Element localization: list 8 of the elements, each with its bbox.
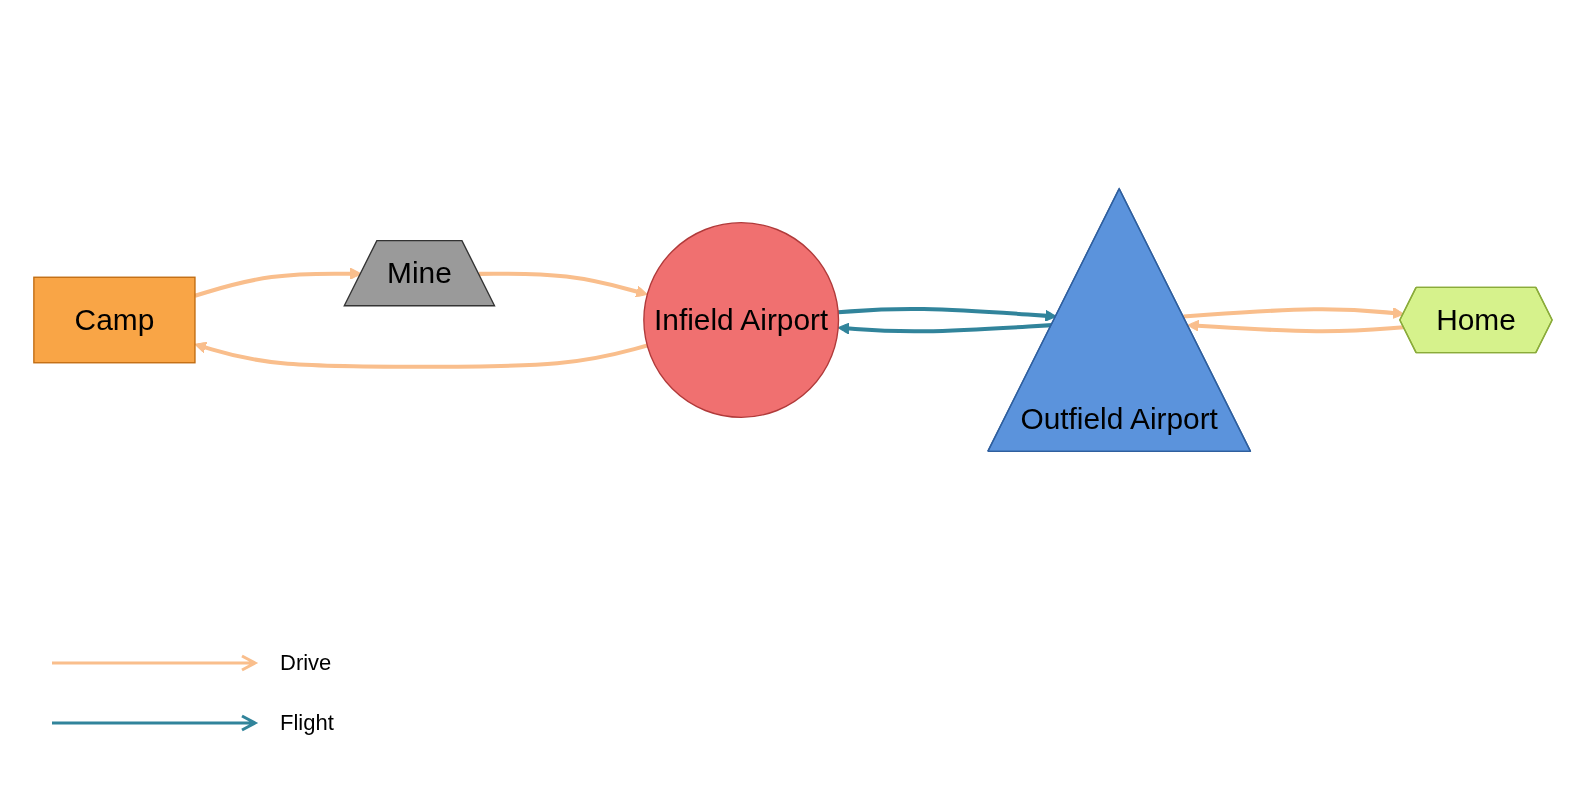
arrow xyxy=(837,306,1057,322)
legend-text: Drive xyxy=(280,650,332,676)
arrow xyxy=(478,271,648,298)
arrow xyxy=(837,322,1052,335)
node-box: Camp xyxy=(32,276,196,364)
node-circle: Infield Airport xyxy=(642,222,839,418)
arrow xyxy=(1186,319,1404,334)
legend-text: Flight xyxy=(280,710,334,736)
